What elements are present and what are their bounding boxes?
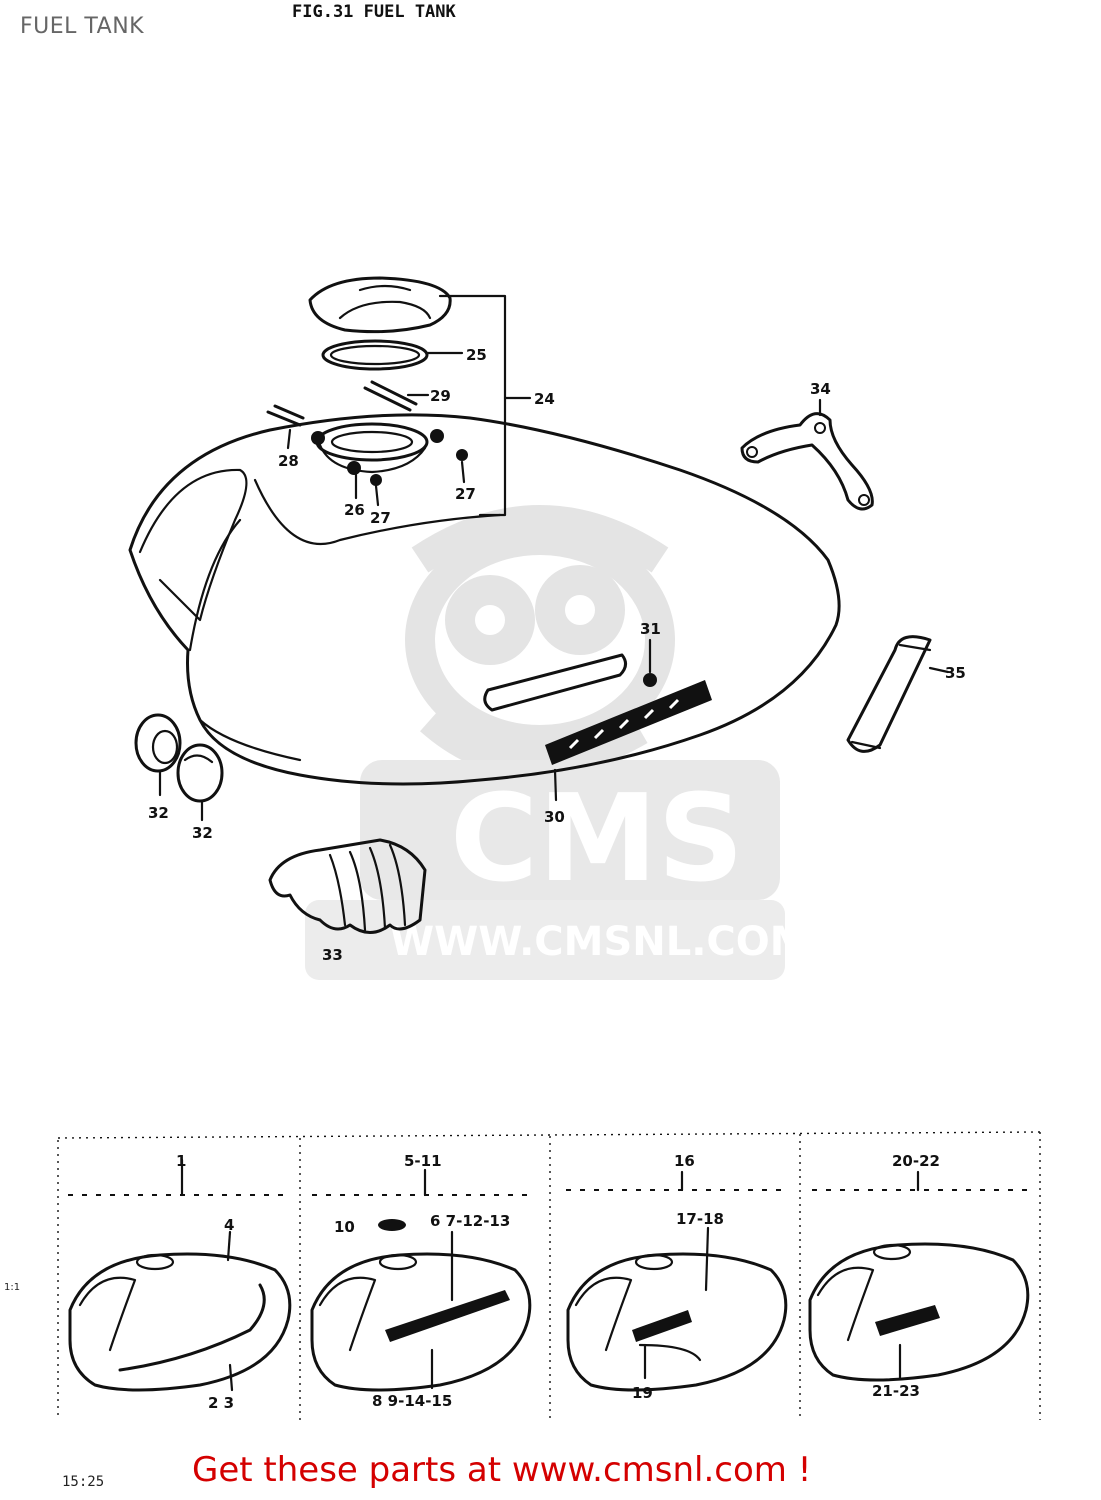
leader-lines — [158, 398, 822, 822]
cap-pin-drawing — [363, 380, 418, 412]
callout-24: 24 — [534, 390, 555, 408]
variant-3-upper-label: 17-18 — [676, 1210, 724, 1228]
variant-1-lower-label: 2 3 — [208, 1394, 234, 1412]
variant-4-lower-label: 21-23 — [872, 1382, 920, 1400]
variant-1-top-label: 1 — [176, 1152, 186, 1170]
variant-3-top-label: 16 — [674, 1152, 695, 1170]
variant-panel-1: 1 4 2 3 — [68, 1152, 292, 1412]
variant-2-top-label: 5-11 — [404, 1152, 442, 1170]
callout-31: 31 — [640, 620, 661, 638]
cushion-drawing — [134, 713, 224, 803]
callout-32-right: 32 — [192, 824, 213, 842]
variant-2-upper-label: 6 7-12-13 — [430, 1212, 510, 1230]
cap-gasket-drawing — [321, 339, 429, 371]
figure-title: FIG.31 FUEL TANK — [292, 2, 456, 22]
page-title: FUEL TANK — [20, 14, 145, 39]
variant-panel-3: 16 17-18 19 — [566, 1152, 790, 1402]
callout-29: 29 — [430, 387, 451, 405]
variant-panel-2: 5-11 10 6 7-12-13 8 9-14-15 — [310, 1152, 532, 1410]
rubber-strap-drawing — [846, 635, 950, 753]
variant-2-upper-left-label: 10 — [334, 1218, 355, 1236]
callout-33: 33 — [322, 946, 343, 964]
bolt-drawing — [266, 404, 305, 427]
callout-27-left: 27 — [370, 509, 391, 527]
callout-27-right: 27 — [455, 485, 476, 503]
variant-2-lower-label: 8 9-14-15 — [372, 1392, 452, 1410]
callout-26: 26 — [344, 501, 365, 519]
callout-32-left: 32 — [148, 804, 169, 822]
page-code: 15:25 — [62, 1474, 105, 1490]
watermark-url: WWW.CMSNL.COM — [390, 919, 810, 965]
fuel-tank-drawing — [128, 413, 841, 786]
callout-30: 30 — [544, 808, 565, 826]
variant-panel-4: 20-22 21-23 — [808, 1152, 1030, 1400]
watermark-brand: CMS — [450, 770, 744, 909]
callout-35: 35 — [945, 664, 966, 682]
variant-1-upper-label: 4 — [224, 1216, 234, 1234]
footer-parts-link[interactable]: Get these parts at www.cmsnl.com ! — [192, 1450, 812, 1490]
bracket-drawing — [740, 412, 874, 511]
knee-grip-drawing — [268, 838, 427, 934]
variant-4-top-label: 20-22 — [892, 1152, 940, 1170]
variant-panels: 1 4 2 3 5-11 10 6 7-12-13 8 9-14-15 — [57, 1131, 1041, 1420]
variant-3-lower-label: 19 — [632, 1384, 653, 1402]
side-mark: 1:1 — [4, 1282, 21, 1293]
fuel-cap-drawing — [308, 276, 452, 334]
callout-28: 28 — [278, 452, 299, 470]
callout-34: 34 — [810, 380, 831, 398]
callout-25: 25 — [466, 346, 487, 364]
watermark: CMS WWW.CMSNL.COM — [305, 505, 810, 980]
